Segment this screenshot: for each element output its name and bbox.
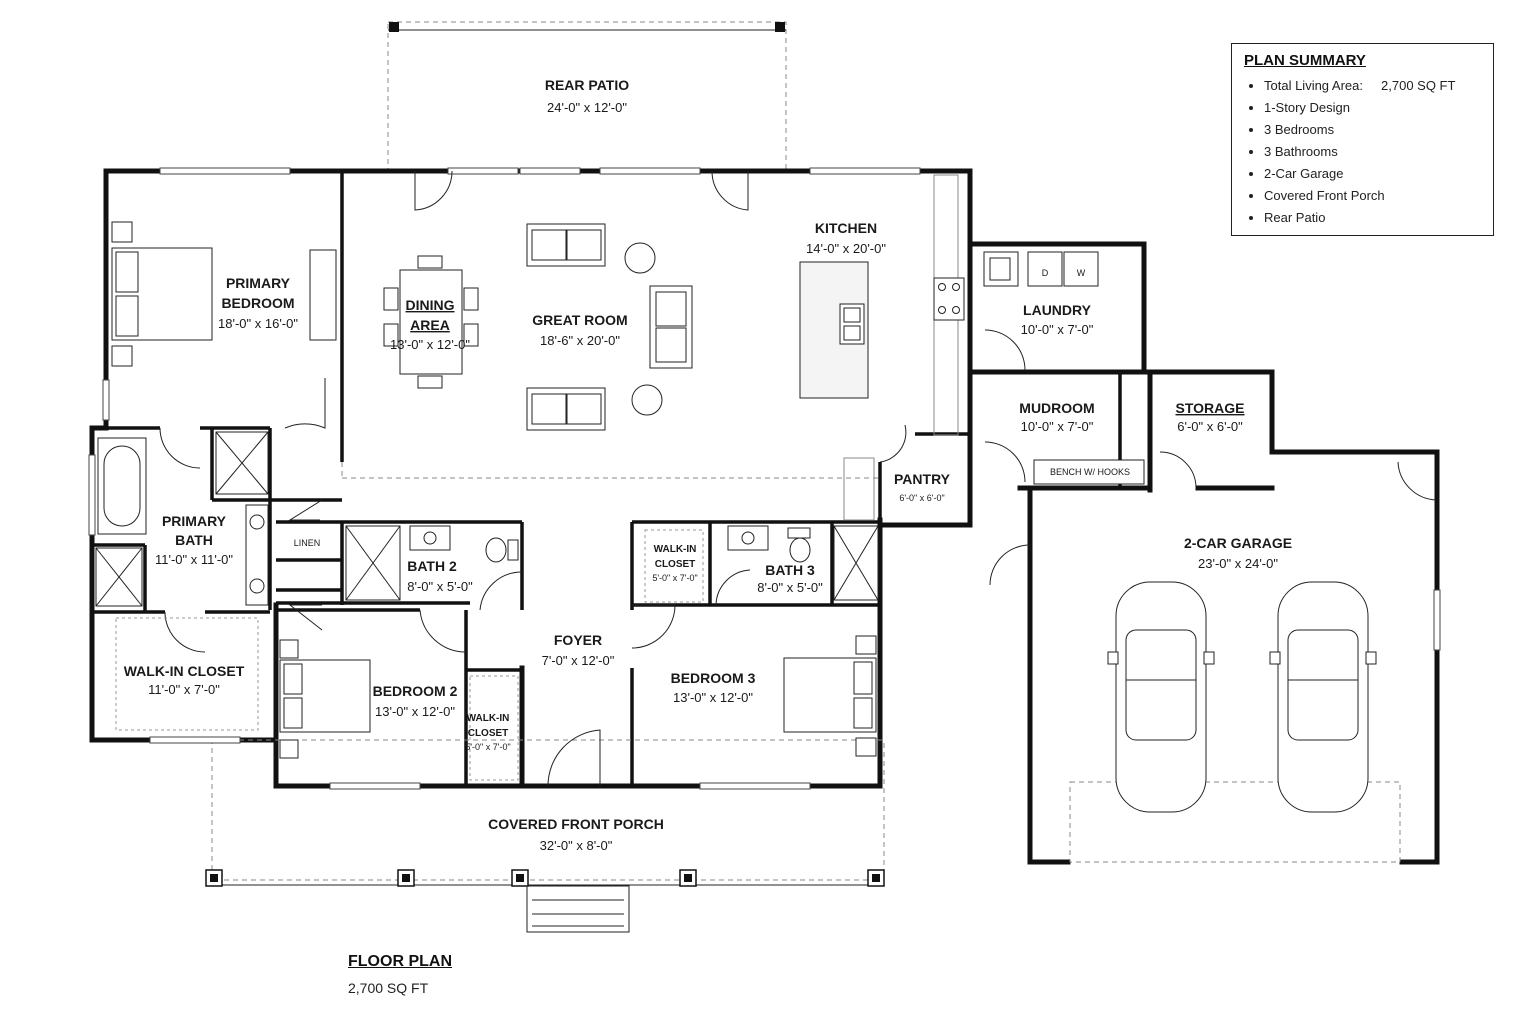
floor-plan-title: FLOOR PLAN bbox=[348, 953, 452, 970]
kitchen-name: KITCHEN bbox=[815, 220, 877, 236]
primary-bed bbox=[111, 221, 337, 367]
pantry-name: PANTRY bbox=[894, 471, 951, 487]
room-labels: REAR PATIO 24'-0" x 12'-0" PRIMARY BEDRO… bbox=[124, 77, 1292, 853]
summary-item: Total Living Area:2,700 SQ FT bbox=[1264, 75, 1481, 97]
laundry-dims: 10'-0" x 7'-0" bbox=[1021, 322, 1094, 337]
covered-porch bbox=[205, 739, 885, 933]
bath2-fixtures bbox=[345, 525, 519, 601]
bedroom3-bed bbox=[783, 635, 877, 757]
closet2-name-2: CLOSET bbox=[468, 728, 509, 739]
bedroom3-dims: 13'-0" x 12'-0" bbox=[673, 690, 753, 705]
foyer-name: FOYER bbox=[554, 632, 602, 648]
bedroom2-dims: 13'-0" x 12'-0" bbox=[375, 704, 455, 719]
linen-name: LINEN bbox=[294, 538, 321, 548]
doors bbox=[159, 170, 1437, 787]
interior-walls bbox=[92, 171, 970, 786]
washer-label: W bbox=[1077, 268, 1086, 278]
garage-dims: 23'-0" x 24'-0" bbox=[1198, 556, 1278, 571]
summary-item: 3 Bedrooms bbox=[1264, 119, 1481, 141]
bath3-dims: 8'-0" x 5'-0" bbox=[757, 580, 823, 595]
dining-name-2: AREA bbox=[410, 317, 450, 333]
primary-bedroom-name-1: PRIMARY bbox=[226, 275, 291, 291]
porch-name: COVERED FRONT PORCH bbox=[488, 816, 664, 832]
primary-bath-fixtures bbox=[95, 431, 269, 607]
bedroom2-bed bbox=[279, 639, 371, 759]
rear-patio-name: REAR PATIO bbox=[545, 77, 629, 93]
laundry-name: LAUNDRY bbox=[1023, 302, 1092, 318]
closet3-name-2: CLOSET bbox=[655, 559, 696, 570]
car-left bbox=[1107, 581, 1215, 813]
garage-walls bbox=[1027, 449, 1440, 865]
rear-patio bbox=[387, 21, 787, 173]
dryer-label: D bbox=[1042, 268, 1049, 278]
porch-steps bbox=[526, 885, 630, 933]
bath3-fixtures bbox=[727, 525, 879, 601]
car-right bbox=[1269, 581, 1377, 813]
storage-dims: 6'-0" x 6'-0" bbox=[1177, 419, 1243, 434]
summary-item: 2-Car Garage bbox=[1264, 163, 1481, 185]
primary-bedroom-name-2: BEDROOM bbox=[221, 295, 294, 311]
primary-closet-name: WALK-IN CLOSET bbox=[124, 663, 245, 679]
garage-name: 2-CAR GARAGE bbox=[1184, 535, 1292, 551]
pantry-dims: 6'-0" x 6'-0" bbox=[899, 493, 944, 503]
summary-item: 1-Story Design bbox=[1264, 97, 1481, 119]
patio-post bbox=[389, 22, 399, 32]
rear-patio-dims: 24'-0" x 12'-0" bbox=[547, 100, 627, 115]
plan-summary-box: PLAN SUMMARY Total Living Area:2,700 SQ … bbox=[1231, 43, 1494, 236]
bath2-name: BATH 2 bbox=[407, 558, 457, 574]
laundry-fixtures: D W bbox=[983, 251, 1099, 287]
windows bbox=[88, 167, 1441, 790]
primary-bath-name-1: PRIMARY bbox=[162, 513, 227, 529]
floor-plan-area: 2,700 SQ FT bbox=[348, 980, 429, 996]
mudroom-bench-label: BENCH W/ HOOKS bbox=[1050, 467, 1130, 477]
plan-summary-title: PLAN SUMMARY bbox=[1244, 52, 1366, 69]
sofa-set bbox=[526, 223, 693, 431]
bedroom2-name: BEDROOM 2 bbox=[373, 683, 458, 699]
primary-bedroom-dims: 18'-0" x 16'-0" bbox=[218, 316, 298, 331]
closet2-dims: 5'-0" x 7'-0" bbox=[465, 742, 510, 752]
furniture: D W bbox=[95, 221, 1377, 813]
great-room-dims: 18'-6" x 20'-0" bbox=[540, 333, 620, 348]
bath3-name: BATH 3 bbox=[765, 562, 815, 578]
storage-name: STORAGE bbox=[1176, 400, 1245, 416]
kitchen-dims: 14'-0" x 20'-0" bbox=[806, 241, 886, 256]
porch-dims: 32'-0" x 8'-0" bbox=[540, 838, 613, 853]
dining-table bbox=[383, 255, 479, 389]
great-room-name: GREAT ROOM bbox=[532, 312, 627, 328]
patio-post bbox=[775, 22, 785, 32]
summary-item: 3 Bathrooms bbox=[1264, 141, 1481, 163]
closet3-dims: 5'-0" x 7'-0" bbox=[652, 573, 697, 583]
plan-summary-list: Total Living Area:2,700 SQ FT 1-Story De… bbox=[1244, 75, 1481, 229]
dining-dims: 13'-0" x 12'-0" bbox=[390, 337, 470, 352]
bedroom3-name: BEDROOM 3 bbox=[671, 670, 756, 686]
primary-bath-name-2: BATH bbox=[175, 532, 213, 548]
closet2-name-1: WALK-IN bbox=[467, 713, 510, 724]
closet3-name-1: WALK-IN bbox=[654, 544, 697, 555]
primary-closet-dims: 11'-0" x 7'-0" bbox=[148, 682, 220, 697]
mudroom-dims: 10'-0" x 7'-0" bbox=[1021, 419, 1094, 434]
summary-item: Covered Front Porch bbox=[1264, 185, 1481, 207]
summary-item: Rear Patio bbox=[1264, 207, 1481, 229]
range bbox=[933, 277, 965, 321]
mudroom-bench bbox=[1033, 459, 1145, 485]
dining-name-1: DINING bbox=[406, 297, 455, 313]
foyer-dims: 7'-0" x 12'-0" bbox=[542, 653, 615, 668]
mudroom-name: MUDROOM bbox=[1019, 400, 1094, 416]
primary-bath-dims: 11'-0" x 11'-0" bbox=[155, 552, 233, 567]
kitchen-island bbox=[799, 261, 965, 521]
service-wing-walls bbox=[967, 241, 1275, 493]
bath2-dims: 8'-0" x 5'-0" bbox=[407, 579, 473, 594]
